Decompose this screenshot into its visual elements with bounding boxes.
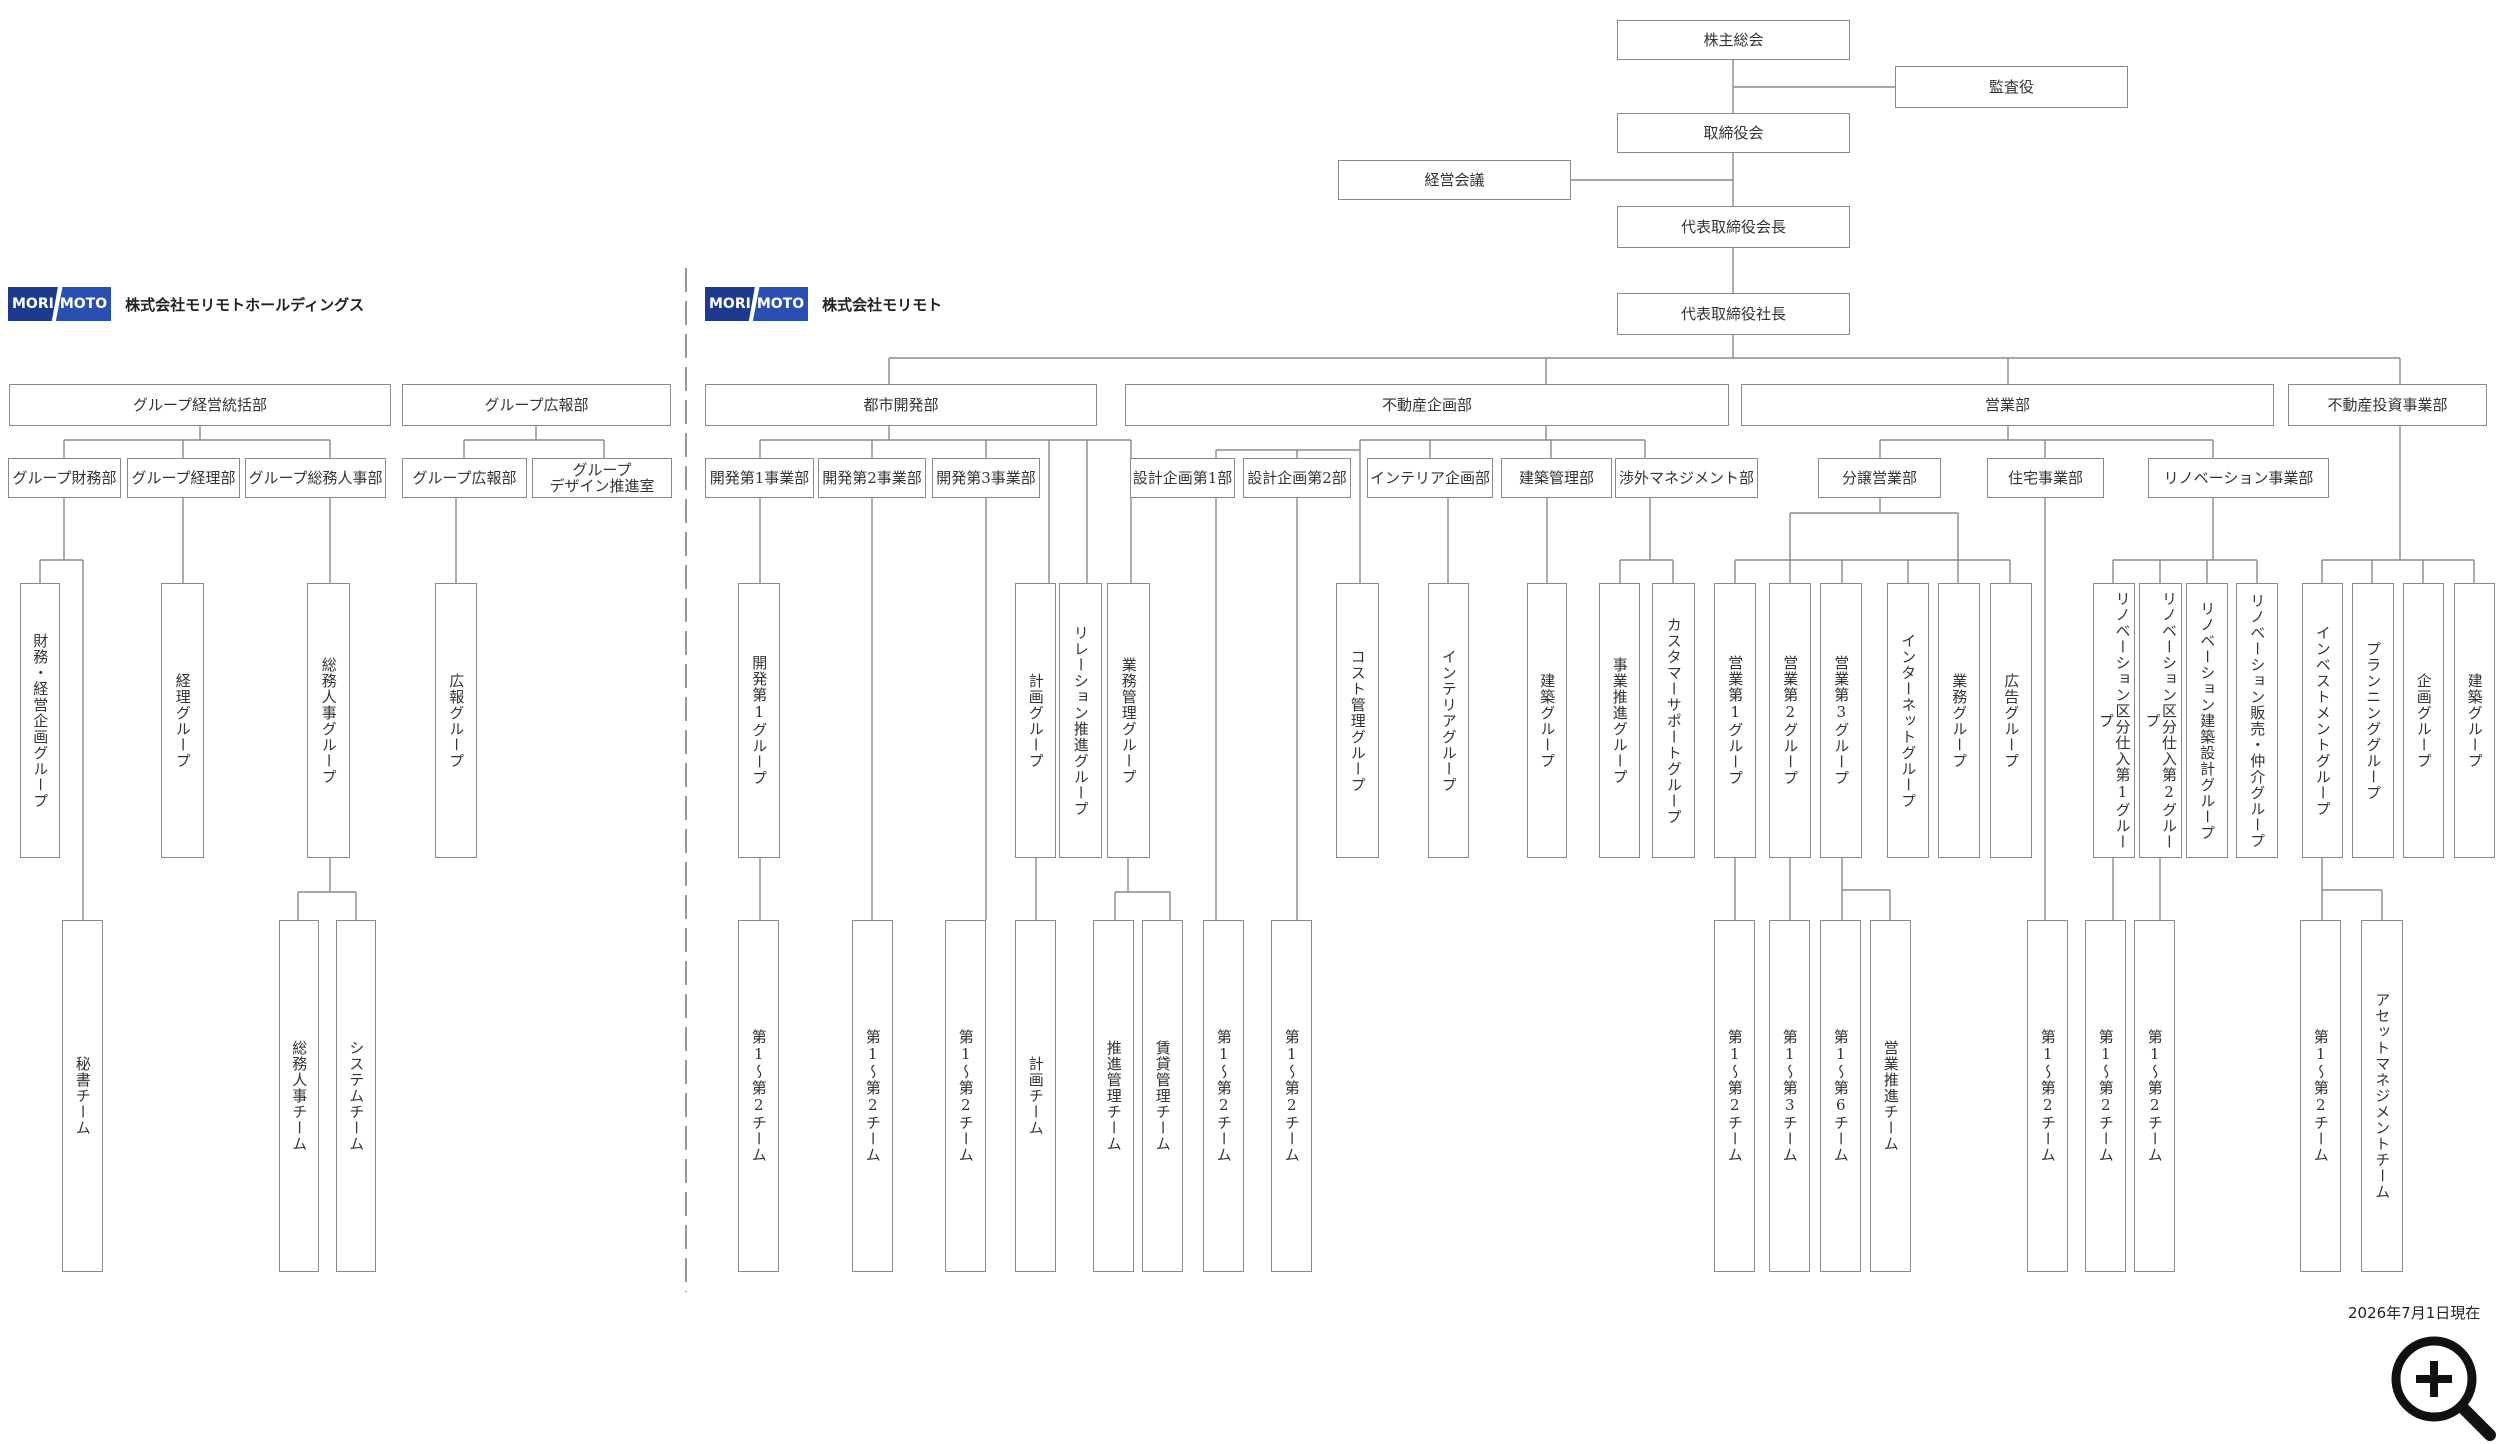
logo-mark-left: MORI [705, 287, 755, 321]
holdings-dept-box: グループ デザイン推進室 [532, 458, 672, 498]
division-box: 都市開発部 [705, 384, 1097, 426]
company-team-box: 推進管理チーム [1093, 920, 1134, 1272]
morimoto-logo-mark: MORI MOTO [8, 287, 112, 321]
company-group-box: リノベーション区分仕入第1グループ [2093, 583, 2135, 858]
zoom-in-icon[interactable] [2388, 1333, 2498, 1443]
company-group-box: リノベーション建築設計グループ [2186, 583, 2228, 858]
company-dept-box: 開発第2事業部 [818, 458, 926, 498]
holdings-group-box: 財務・経営企画グループ [20, 583, 60, 858]
company-dept-box: 設計企画第1部 [1130, 458, 1235, 498]
mgmt-meeting-box: 経営会議 [1338, 160, 1571, 200]
company-team-box: 第1～第2チーム [2085, 920, 2126, 1272]
as-of-date: 2026年7月1日現在 [2348, 1304, 2481, 1322]
company-team-box: 第1～第2チーム [945, 920, 986, 1272]
company-dept-box: 渉外マネジメント部 [1615, 458, 1758, 498]
company-group-box: リノベーション区分仕入第2グループ [2139, 583, 2182, 858]
company-team-box: 賃貸管理チーム [1142, 920, 1183, 1272]
company-team-box: 第1～第2チーム [738, 920, 779, 1272]
holdings-company-name: 株式会社モリモトホールディングス [125, 295, 365, 314]
company-team-box: 第1～第2チーム [2300, 920, 2341, 1272]
company-group-box: コスト管理グループ [1336, 583, 1379, 858]
company-group-box: 業務管理グループ [1107, 583, 1150, 858]
company-group-box: リレーション推進グループ [1059, 583, 1102, 858]
company-dept-box: 分譲営業部 [1818, 458, 1941, 498]
holdings-group-box: 広報グループ [435, 583, 477, 858]
company-team-box: 営業推進チーム [1870, 920, 1911, 1272]
company-team-box: 第1～第2チーム [1203, 920, 1244, 1272]
holdings-dept-box: グループ広報部 [402, 458, 527, 498]
company-group-box: 建築グループ [1527, 583, 1567, 858]
company-dept-box: リノベーション事業部 [2148, 458, 2329, 498]
company-group-box: 事業推進グループ [1599, 583, 1640, 858]
president-box: 代表取締役社長 [1617, 293, 1850, 335]
holdings-group-box: 総務人事グループ [307, 583, 350, 858]
company-group-box: プランニンググループ [2352, 583, 2394, 858]
company-logo: MORI MOTO 株式会社モリモト [705, 287, 942, 321]
group-mgmt-box: グループ経営統括部 [9, 384, 391, 426]
company-team-box: アセットマネジメントチーム [2361, 920, 2403, 1272]
company-team-box: 計画チーム [1015, 920, 1056, 1272]
morimoto-logo-mark: MORI MOTO [705, 287, 809, 321]
company-team-box: 第1～第2チーム [2027, 920, 2068, 1272]
company-team-box: 第1～第6チーム [1820, 920, 1861, 1272]
board-box: 取締役会 [1617, 113, 1850, 153]
company-group-box: 計画グループ [1015, 583, 1056, 858]
holdings-dept-box: グループ財務部 [8, 458, 121, 498]
company-group-box: インベストメントグループ [2302, 583, 2343, 858]
logo-mark-left: MORI [8, 287, 58, 321]
division-box: 営業部 [1741, 384, 2274, 426]
company-group-box: カスタマーサポートグループ [1652, 583, 1695, 858]
auditor-box: 監査役 [1895, 66, 2128, 108]
company-group-box: 営業第2グループ [1769, 583, 1811, 858]
company-name: 株式会社モリモト [822, 295, 943, 314]
company-dept-box: 開発第1事業部 [705, 458, 814, 498]
division-box: 不動産投資事業部 [2288, 384, 2487, 426]
company-team-box: 第1～第2チーム [1714, 920, 1755, 1272]
holdings-logo: MORI MOTO 株式会社モリモトホールディングス [8, 287, 364, 321]
division-box: 不動産企画部 [1125, 384, 1729, 426]
company-group-box: 広告グループ [1990, 583, 2032, 858]
company-dept-box: 住宅事業部 [1987, 458, 2104, 498]
holdings-team-box: 総務人事チーム [279, 920, 319, 1272]
company-dept-box: 建築管理部 [1501, 458, 1612, 498]
company-group-box: 営業第1グループ [1714, 583, 1756, 858]
holdings-team-box: システムチーム [336, 920, 376, 1272]
group-pr-box: グループ広報部 [402, 384, 671, 426]
company-team-box: 第1～第2チーム [1271, 920, 1312, 1272]
holdings-team-box: 秘書チーム [62, 920, 103, 1272]
holdings-dept-box: グループ総務人事部 [245, 458, 386, 498]
holdings-dept-box: グループ経理部 [127, 458, 240, 498]
company-group-box: インターネットグループ [1887, 583, 1929, 858]
company-dept-box: 開発第3事業部 [932, 458, 1040, 498]
shareholders-meeting-box: 株主総会 [1617, 20, 1850, 60]
company-group-box: インテリアグループ [1428, 583, 1469, 858]
company-dept-box: インテリア企画部 [1367, 458, 1493, 498]
company-group-box: 営業第3グループ [1820, 583, 1862, 858]
company-group-box: 建築グループ [2454, 583, 2495, 858]
chairman-box: 代表取締役会長 [1617, 206, 1850, 248]
company-group-box: リノベーション販売・仲介グループ [2236, 583, 2278, 858]
company-team-box: 第1～第2チーム [2134, 920, 2175, 1272]
company-team-box: 第1～第3チーム [1769, 920, 1810, 1272]
company-group-box: 業務グループ [1938, 583, 1980, 858]
company-team-box: 第1～第2チーム [852, 920, 893, 1272]
holdings-group-box: 経理グループ [161, 583, 204, 858]
logo-mark-right: MOTO [55, 287, 112, 321]
company-dept-box: 設計企画第2部 [1243, 458, 1351, 498]
logo-mark-right: MOTO [752, 287, 809, 321]
company-group-box: 企画グループ [2403, 583, 2444, 858]
company-group-box: 開発第1グループ [738, 583, 780, 858]
